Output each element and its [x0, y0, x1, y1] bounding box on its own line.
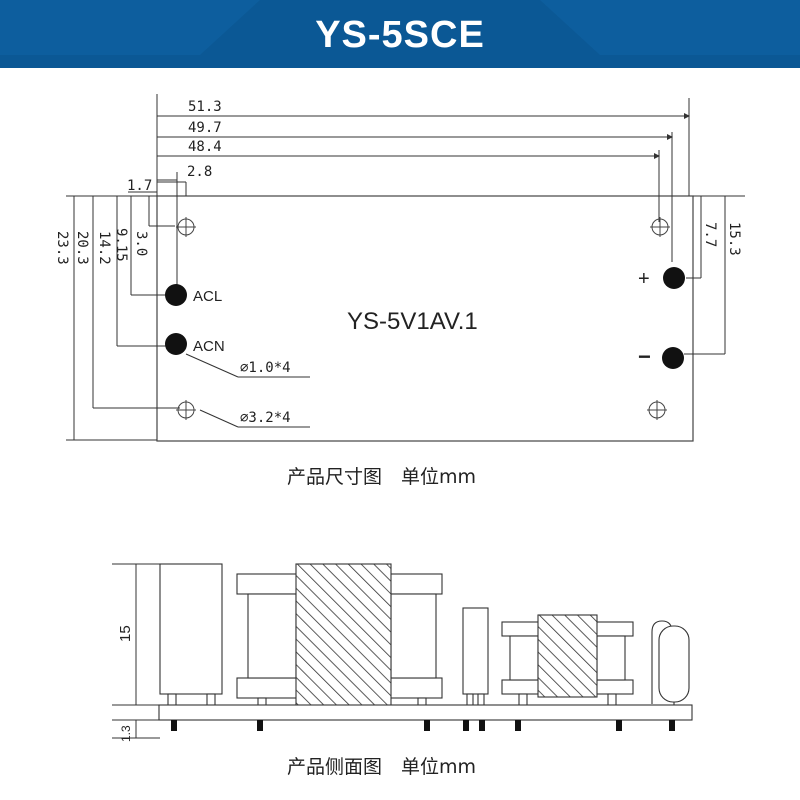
callout-hole-1: ∅1.0*4 [240, 360, 291, 376]
dim-9-15: 9.15 [113, 228, 129, 262]
left-vertical-dimension-lines [66, 195, 180, 441]
dim-15: 15 [117, 625, 134, 642]
pin-acn [165, 333, 187, 355]
pins [165, 267, 685, 369]
dim-14-2: 14.2 [96, 231, 112, 265]
side-view [112, 563, 693, 739]
dim-15-3: 15.3 [726, 222, 742, 256]
pin-labels: ACL ACN + − YS-5V1AV.1 [193, 268, 651, 369]
pin-label-acl: ACL [193, 288, 222, 305]
pin-acl [165, 284, 187, 306]
dim-51-3: 51.3 [188, 99, 222, 115]
pin-label-acn: ACN [193, 338, 225, 355]
right-vertical-dimension-lines [684, 195, 745, 355]
pin-plus [663, 267, 685, 289]
horizontal-dimension-lines [128, 94, 690, 290]
banner-title: YS-5SCE [315, 14, 485, 56]
callout-hole-2: ∅3.2*4 [240, 410, 291, 426]
side-transformer [236, 563, 443, 707]
dim-7-7: 7.7 [702, 222, 718, 247]
title-banner [0, 0, 800, 68]
top-view-caption: 产品尺寸图 单位mm [287, 466, 477, 488]
dim-48-4: 48.4 [188, 139, 222, 155]
mounting-holes [176, 217, 670, 420]
side-inductor [501, 614, 634, 707]
side-fuse [651, 620, 690, 706]
board-outline [156, 195, 694, 442]
dim-1-7: 1.7 [127, 178, 152, 194]
pin-label-plus: + [638, 268, 650, 290]
dim-2-8: 2.8 [187, 164, 212, 180]
board-label: YS-5V1AV.1 [347, 308, 478, 335]
dim-3-0: 3.0 [133, 231, 149, 256]
side-dimension-lines [112, 563, 160, 739]
dim-20-3: 20.3 [74, 231, 90, 265]
pin-label-minus: − [638, 344, 651, 369]
pin-minus [662, 347, 684, 369]
side-view-text: 15 1.3 [117, 625, 134, 742]
dim-1-3: 1.3 [119, 725, 133, 742]
top-view [66, 94, 745, 442]
dim-23-3: 23.3 [54, 231, 70, 265]
dim-49-7: 49.7 [188, 120, 222, 136]
side-capacitor [159, 563, 223, 695]
side-solder-pins [171, 720, 675, 731]
side-small-component [462, 607, 489, 695]
side-pcb [158, 704, 693, 721]
top-view-text: 51.3 49.7 48.4 2.8 1.7 23.3 20.3 14.2 9.… [54, 99, 742, 426]
side-view-caption: 产品侧面图 单位mm [287, 756, 477, 778]
callout-leaders [185, 353, 310, 428]
